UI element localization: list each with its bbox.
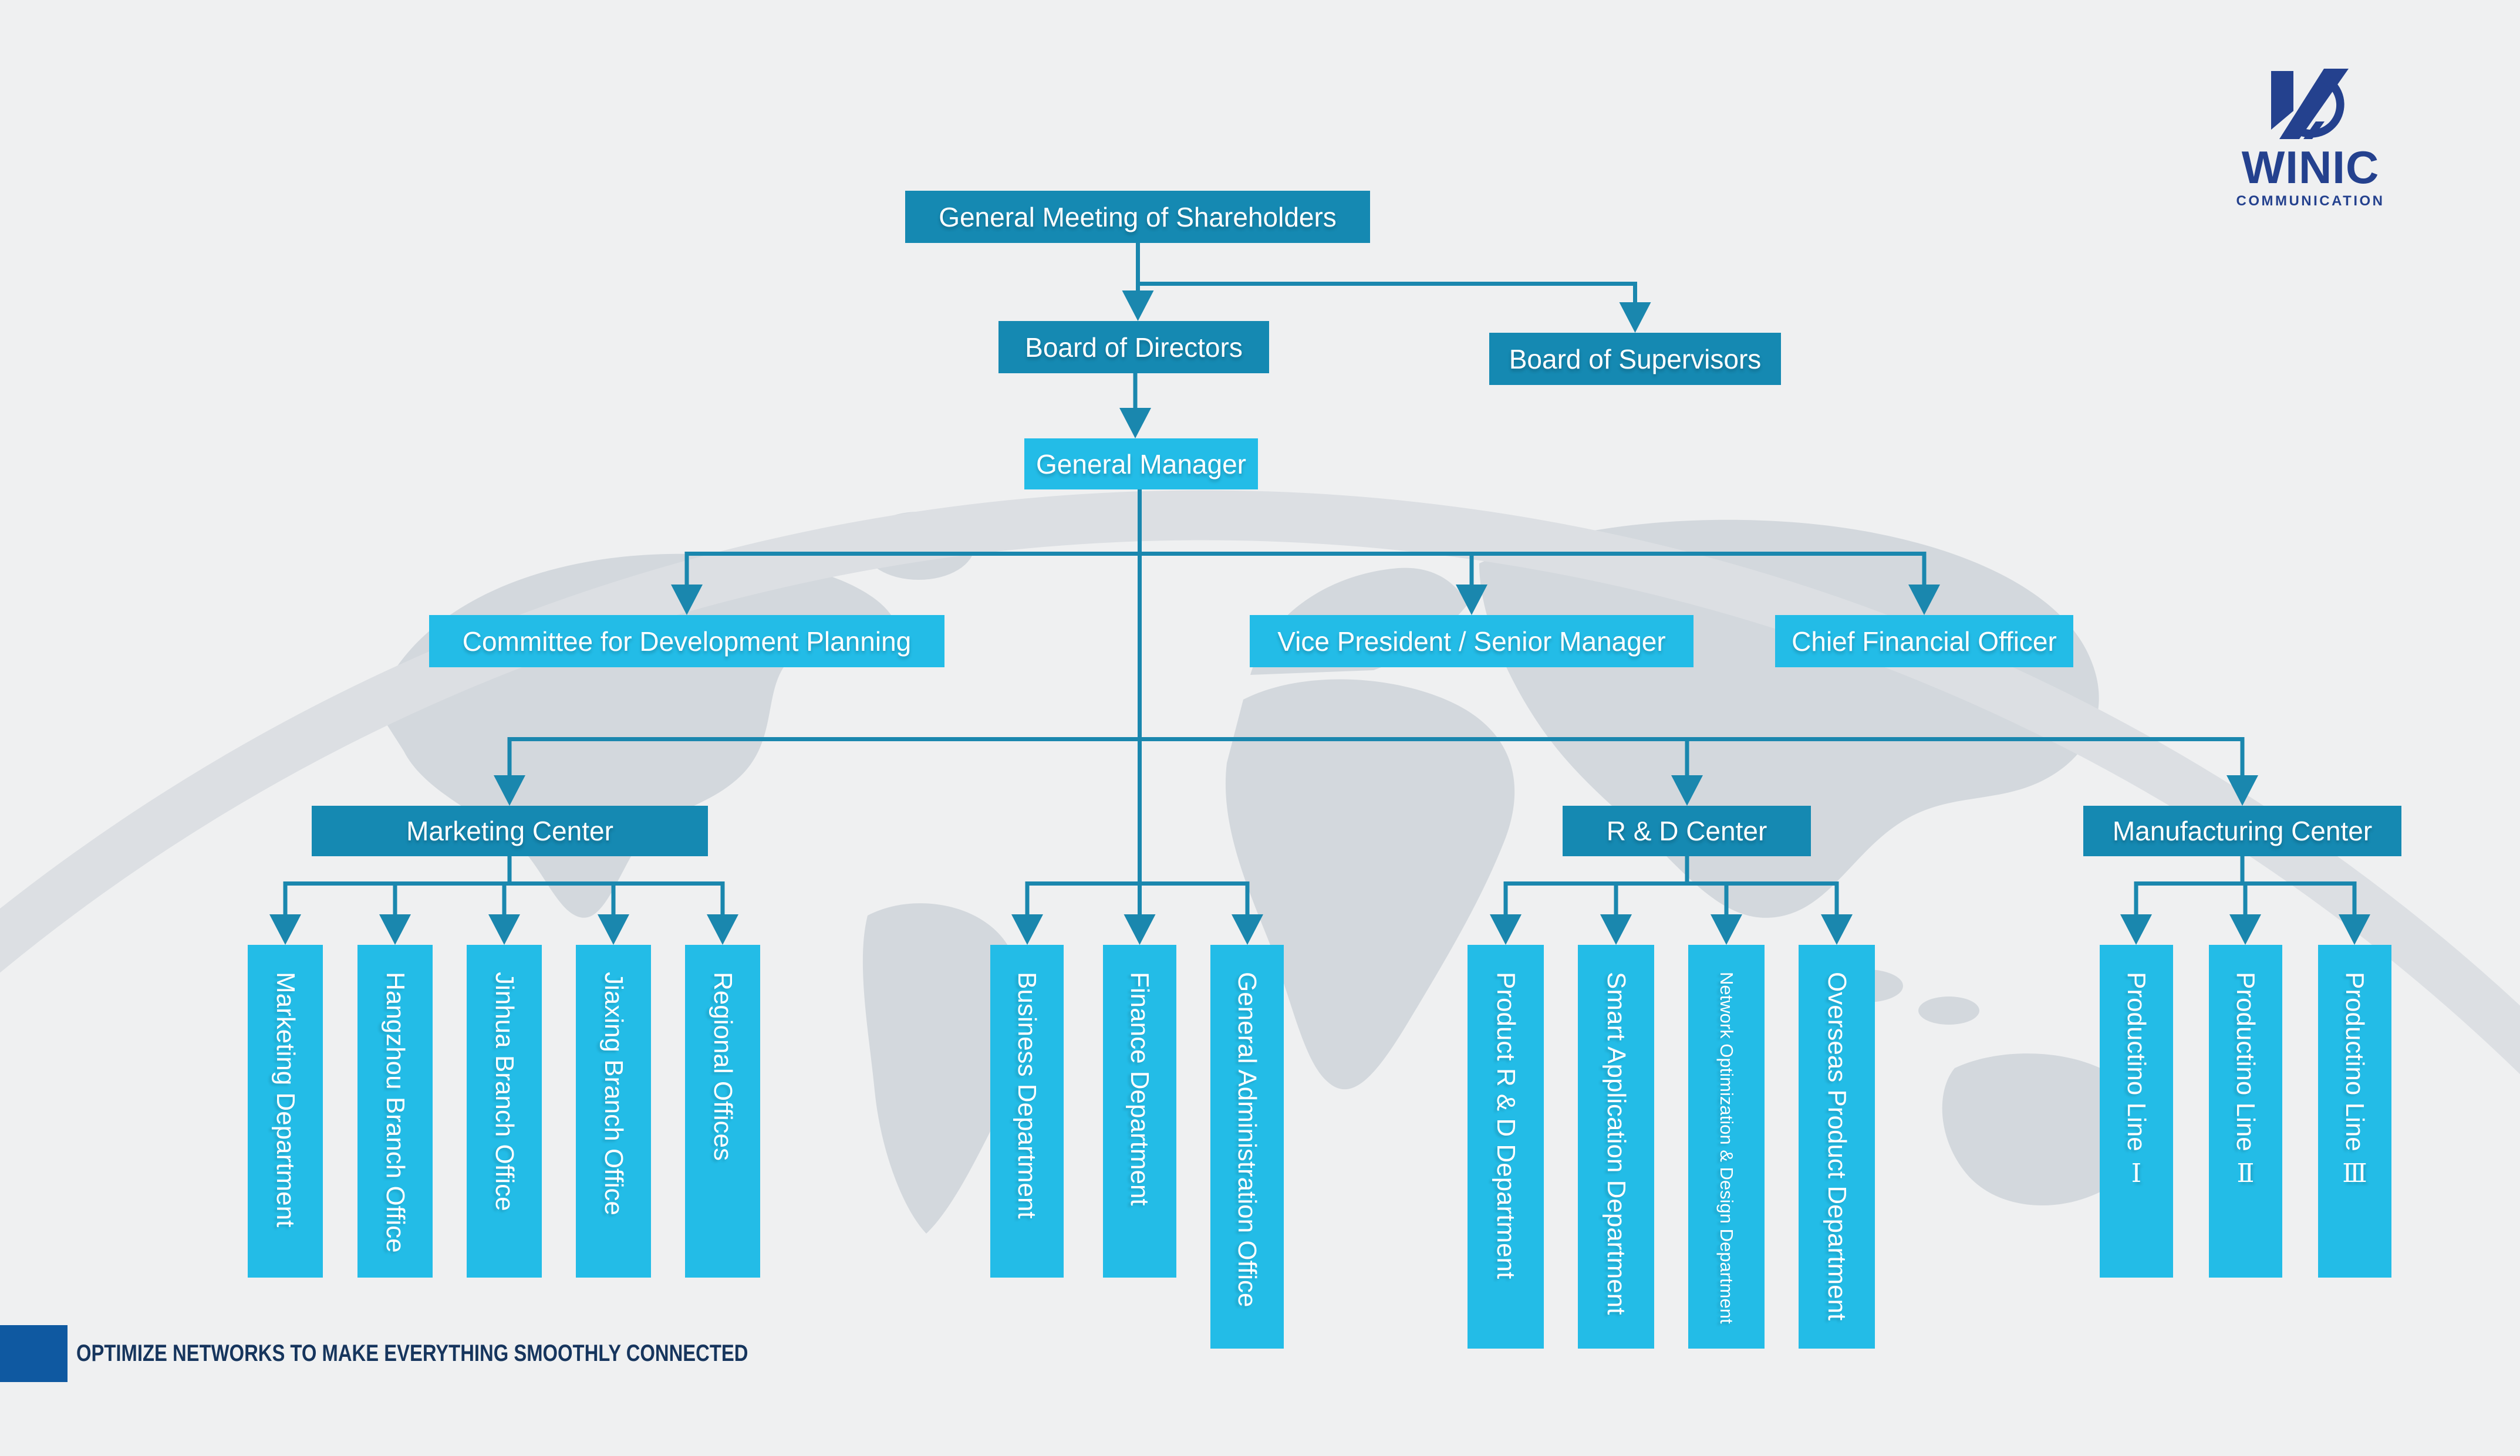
arrow-down-icon — [1711, 914, 1742, 945]
node-jiaxing-branch-office: Jiaxing Branch Office — [576, 945, 651, 1278]
connector-lines — [283, 243, 2357, 917]
arrow-down-icon — [1122, 290, 1154, 321]
arrow-down-icon — [1600, 914, 1632, 945]
node-general-administration-office: General Administration Office — [1210, 945, 1284, 1349]
arrow-down-icon — [269, 914, 301, 945]
node-general-meeting-of-shareholders: General Meeting of Shareholders — [905, 191, 1370, 243]
islands-indonesia — [1918, 996, 1979, 1025]
node-finance-department: Finance Department — [1103, 945, 1176, 1278]
arrow-down-icon — [379, 914, 411, 945]
node-production-line-1: Productino Line Ⅰ — [2100, 945, 2173, 1278]
node-committee-for-development-planning: Committee for Development Planning — [429, 615, 944, 667]
node-regional-offices: Regional Offices — [685, 945, 760, 1278]
arrow-down-icon — [1011, 914, 1043, 945]
node-overseas-product-department: Overseas Product Department — [1799, 945, 1875, 1349]
node-hangzhou-branch-office: Hangzhou Branch Office — [357, 945, 433, 1278]
arrow-down-icon — [1821, 914, 1853, 945]
node-jinhua-branch-office: Jinhua Branch Office — [467, 945, 542, 1278]
node-network-optimization-design-department: Network Optimization & Design Department — [1688, 945, 1765, 1349]
node-smart-application-department: Smart Application Department — [1578, 945, 1654, 1349]
arrow-down-icon — [671, 585, 703, 615]
arrow-down-icon — [2226, 775, 2258, 806]
arrow-down-icon — [1908, 585, 1940, 615]
node-general-manager: General Manager — [1024, 438, 1258, 489]
arrow-down-icon — [1456, 585, 1487, 615]
globe-arc — [0, 491, 2520, 1075]
arrow-down-icon — [494, 775, 525, 806]
node-manufacturing-center: Manufacturing Center — [2083, 806, 2401, 856]
arrow-down-icon — [1619, 302, 1651, 333]
arrow-down-icon — [1119, 408, 1151, 438]
node-production-line-2: Productino Line Ⅱ — [2209, 945, 2282, 1278]
node-chief-financial-officer: Chief Financial Officer — [1775, 615, 2073, 667]
node-vice-president-senior-manager: Vice President / Senior Manager — [1250, 615, 1694, 667]
tagline: OPTIMIZE NETWORKS TO MAKE EVERYTHING SMO… — [76, 1325, 896, 1382]
logo-brand-text: WINIC — [2241, 141, 2380, 193]
continent-australia — [1942, 1053, 2147, 1205]
node-marketing-department: Marketing Department — [248, 945, 323, 1278]
logo: WINIC COMMUNICATION — [2225, 67, 2396, 210]
arrow-down-icon — [2120, 914, 2152, 945]
node-product-rd-department: Product R & D Department — [1468, 945, 1544, 1349]
arrow-down-icon — [488, 914, 520, 945]
node-board-of-directors: Board of Directors — [998, 321, 1269, 373]
arrow-down-icon — [2339, 914, 2370, 945]
arrow-down-icon — [1232, 914, 1263, 945]
continent-south-america — [862, 903, 1024, 1234]
arrowheads — [269, 290, 2370, 945]
arrow-down-icon — [1124, 914, 1156, 945]
arrow-down-icon — [598, 914, 629, 945]
arrow-down-icon — [2229, 914, 2261, 945]
winic-logo-icon — [2271, 69, 2349, 139]
node-production-line-3: Productino Line Ⅲ — [2318, 945, 2391, 1278]
node-board-of-supervisors: Board of Supervisors — [1489, 333, 1781, 385]
node-business-department: Business Department — [990, 945, 1064, 1278]
continent-africa — [1225, 679, 1515, 1090]
logo-subtitle-text: COMMUNICATION — [2236, 192, 2385, 209]
node-marketing-center: Marketing Center — [312, 806, 708, 856]
tagline-accent-bar — [0, 1325, 68, 1382]
tagline-text: OPTIMIZE NETWORKS TO MAKE EVERYTHING SMO… — [76, 1340, 748, 1366]
arrow-down-icon — [1671, 775, 1703, 806]
node-rd-center: R & D Center — [1563, 806, 1811, 856]
arrow-down-icon — [1490, 914, 1522, 945]
arrow-down-icon — [707, 914, 738, 945]
